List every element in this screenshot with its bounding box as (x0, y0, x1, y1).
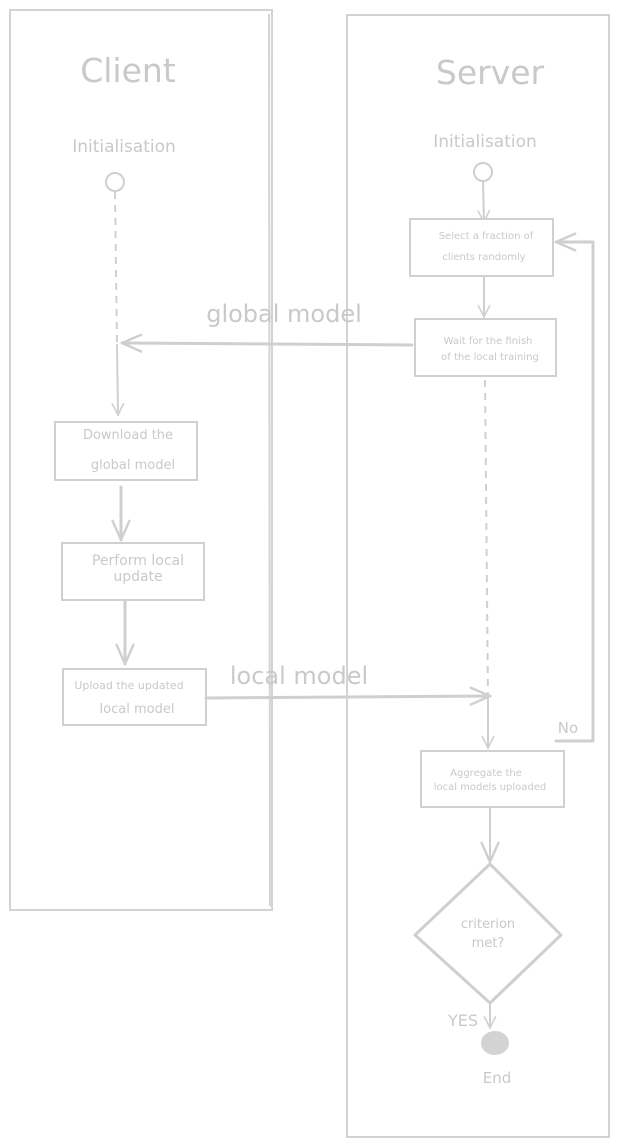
download-global-model-box (54, 421, 198, 481)
select-clients-box (409, 218, 554, 277)
perform-local-update-box (61, 542, 205, 601)
client-lane (9, 9, 273, 911)
wait-training-line1: Wait for the finish (444, 336, 533, 347)
wait-training-line2: of the local training (441, 352, 539, 363)
no-label: No (558, 719, 578, 737)
decision-line1: criterion (461, 917, 515, 932)
server-initial-node (473, 162, 493, 182)
decision-line2: met? (472, 936, 505, 951)
client-initial-node (105, 172, 125, 192)
local-model-label: local model (230, 662, 368, 690)
client-init-dashed-line (114, 191, 118, 346)
server-wait-dashed-line (484, 379, 489, 701)
download-line2: global model (91, 458, 175, 473)
criterion-decision-diamond (413, 862, 563, 1005)
select-clients-line2: clients randomly (442, 252, 525, 263)
end-node (481, 1031, 509, 1055)
download-line1: Download the (83, 428, 173, 443)
aggregate-line1: Aggregate the (450, 768, 522, 779)
aggregate-line2: local models uploaded (434, 782, 547, 793)
global-model-arrow (120, 333, 414, 353)
upload-local-model-box (62, 668, 207, 726)
select-clients-line1: Select a fraction of (439, 231, 534, 242)
client-title: Client (80, 51, 176, 90)
client-lane-edge (268, 13, 271, 907)
perform-line2: update (113, 569, 162, 585)
arrow-to-download (111, 344, 125, 416)
aggregate-models-box (420, 750, 565, 808)
server-title: Server (436, 53, 545, 92)
upload-line1: Upload the updated (74, 679, 183, 692)
wait-training-box (414, 318, 557, 377)
perform-line1: Perform local (92, 553, 184, 569)
upload-line2: local model (100, 702, 175, 717)
server-lane (346, 14, 610, 1138)
arrow-server-init-to-select (477, 180, 491, 223)
end-label: End (483, 1069, 512, 1087)
local-model-arrow (204, 686, 492, 706)
no-loop-arrow (554, 232, 595, 743)
yes-label: YES (447, 1011, 478, 1030)
global-model-label: global model (206, 300, 362, 328)
client-init-label: Initialisation (72, 137, 176, 157)
server-init-label: Initialisation (433, 132, 537, 152)
